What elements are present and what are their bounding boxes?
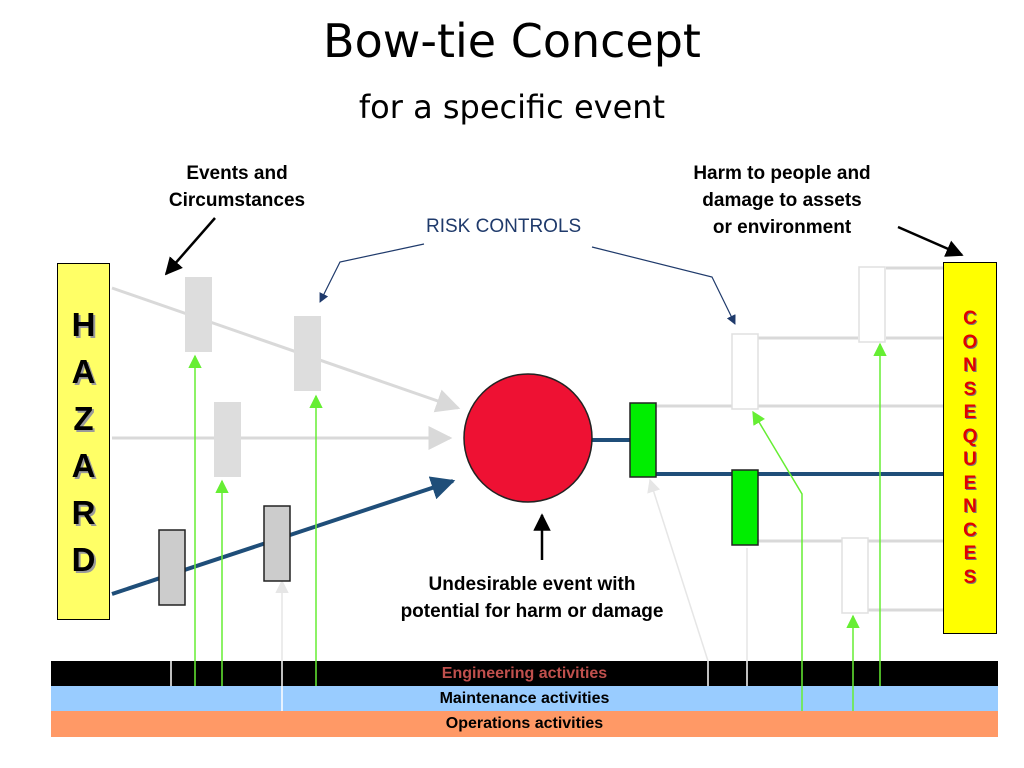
barrier-outline	[731, 333, 759, 410]
consequences-letter: Q	[962, 425, 978, 447]
consequences-letter: S	[963, 566, 977, 588]
page-subtitle: for a specific event	[358, 88, 666, 126]
consequences-letter: O	[962, 331, 978, 353]
events-label-line: Events and	[186, 163, 288, 184]
consequences-letter: N	[963, 496, 977, 517]
consequences-letter: C	[963, 308, 977, 329]
consequences-letter: E	[963, 402, 977, 423]
consequences-letter: U	[963, 449, 977, 470]
green-support-arrow	[752, 410, 803, 711]
undesirable-event-label: Undesirable event with potential for har…	[362, 571, 702, 625]
harm-label-line: damage to assets	[702, 190, 862, 211]
barrier-active	[629, 402, 657, 478]
consequences-letter: S	[963, 378, 977, 400]
support-line	[647, 478, 709, 662]
barrier-degraded	[158, 529, 186, 606]
harm-label-line: Harm to people and	[693, 163, 871, 184]
events-label-line: Circumstances	[168, 190, 306, 211]
hazard-letter: A	[71, 446, 96, 484]
events-arrow	[164, 217, 216, 276]
consequences-box: C O N S E Q U E N C E S	[943, 262, 997, 634]
top-event-circle	[463, 373, 593, 503]
risk-controls-pointer-right	[591, 246, 736, 325]
harm-arrow	[897, 225, 964, 257]
barrier-inactive	[214, 402, 241, 477]
consequences-letter: E	[963, 472, 977, 494]
engineering-activities-bar: Engineering activities	[51, 661, 998, 686]
barrier-inactive	[294, 316, 321, 391]
barrier-outline	[858, 266, 886, 343]
undesirable-event-label-line: potential for harm or damage	[400, 601, 664, 622]
maintenance-activities-bar: Maintenance activities	[51, 686, 998, 711]
harm-label: Harm to people and damage to assets or e…	[662, 160, 902, 241]
risk-controls-pointer-left	[319, 243, 425, 303]
barrier-degraded	[263, 505, 291, 582]
threat-path-upper	[111, 286, 461, 413]
risk-controls-label: RISK CONTROLS	[426, 216, 582, 237]
hazard-letter: R	[71, 493, 96, 531]
operations-activities-bar: Operations activities	[51, 711, 998, 737]
undesirable-event-label-line: Undesirable event with	[428, 574, 636, 595]
hazard-box: H A Z A R D	[57, 263, 110, 620]
barrier-active	[731, 469, 759, 546]
hazard-letter: Z	[73, 399, 94, 437]
consequences-letter: N	[963, 355, 977, 376]
consequences-letter: C	[963, 519, 977, 541]
harm-label-line: or environment	[712, 217, 852, 238]
page-title: Bow-tie Concept	[323, 14, 701, 68]
barrier-outline	[841, 537, 869, 614]
barrier-inactive	[185, 277, 212, 352]
consequences-letter: E	[963, 543, 977, 564]
hazard-letter: H	[71, 305, 96, 343]
events-label: Events and Circumstances	[132, 160, 342, 214]
hazard-letter: A	[71, 352, 96, 390]
hazard-letter: D	[71, 540, 96, 578]
